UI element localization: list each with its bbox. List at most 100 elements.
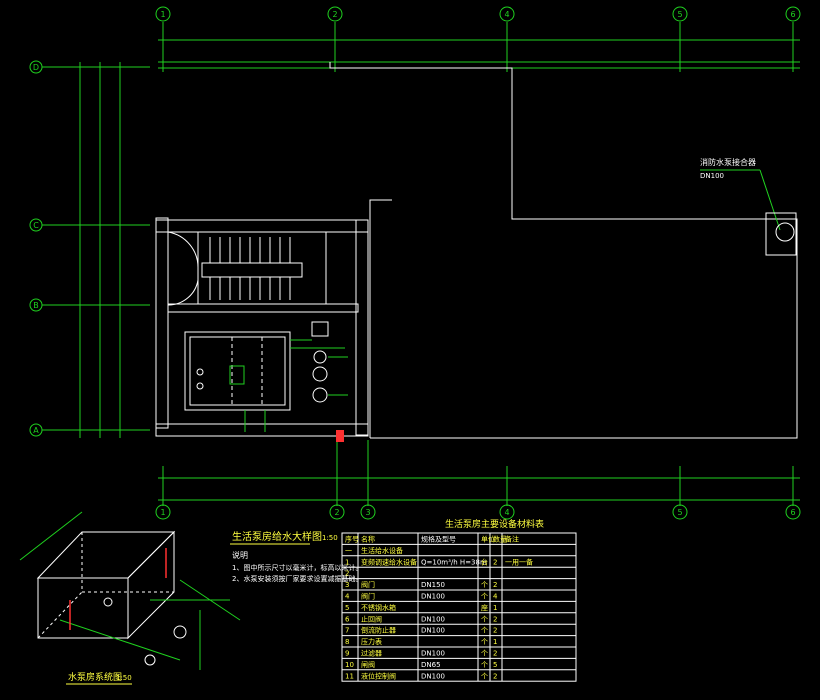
- table-cell: 压力表: [361, 637, 382, 646]
- note-2: 2、水泵安装须按厂家要求设置减振基础。: [232, 574, 362, 583]
- table-cell: 个: [481, 581, 488, 589]
- bottom-axis-grid: 1 2 3 4 5 6: [155, 440, 801, 520]
- table-cell: 2: [493, 558, 497, 566]
- axis-label-left-d: D: [33, 63, 39, 72]
- table-cell: 1: [493, 638, 497, 646]
- axis-bubble-top-6: [785, 6, 801, 22]
- table-cell: 生活给水设备: [361, 546, 403, 555]
- table-header-cell: 序号: [345, 535, 359, 544]
- pump-icon: [312, 387, 328, 403]
- table-cell: 9: [345, 650, 349, 658]
- axis-label-left-b: B: [33, 301, 39, 310]
- axis-bubble-top-5: [672, 6, 688, 22]
- table-cell: 一: [345, 547, 352, 555]
- axis-label-top-1: 1: [160, 10, 165, 19]
- table-cell: DN100: [421, 615, 445, 623]
- table-cell: DN100: [421, 650, 445, 658]
- axis-bubble-top-4: [499, 6, 515, 22]
- table-header-cell: 单位: [481, 535, 495, 544]
- notes-heading: 说明: [232, 550, 248, 560]
- axis-bubble-bottom-6: [785, 504, 801, 520]
- table-cell: 5: [493, 661, 497, 669]
- fire-inlet-label: 消防水泵接合器: [700, 157, 756, 167]
- axis-label-bottom-5: 5: [677, 508, 682, 517]
- table-cell: DN100: [421, 593, 445, 601]
- axis-label-left-c: C: [33, 221, 39, 230]
- table-header-cell: 名称: [361, 535, 375, 544]
- table-cell: 4: [345, 593, 350, 601]
- axis-label-bottom-3: 3: [365, 508, 370, 517]
- left-axis-grid: D C B A: [29, 60, 150, 438]
- table-cell: 2: [493, 672, 497, 680]
- pump-icon: [313, 350, 327, 364]
- fire-inlet-icon: [775, 222, 795, 242]
- table-title: 生活泵房主要设备材料表: [445, 518, 544, 530]
- pump-icon: [312, 366, 328, 382]
- axis-bubble-left-c: [29, 218, 43, 232]
- table-cell: 个: [481, 638, 488, 646]
- axis-label-bottom-2: 2: [334, 508, 339, 517]
- axis-bubble-left-a: [29, 423, 43, 437]
- table-cell: 6: [345, 615, 350, 623]
- plan-title-scale: 1:50: [322, 534, 338, 542]
- table-header-cell: 规格及型号: [421, 535, 456, 544]
- table-cell: DN150: [421, 581, 445, 589]
- table-cell: DN65: [421, 661, 441, 669]
- note-1: 1、图中所示尺寸以毫米计，标高以米计。: [232, 563, 362, 572]
- table-cell: 2: [493, 650, 497, 658]
- table-cell: 2: [493, 615, 497, 623]
- valve-icon: [144, 654, 156, 666]
- table-cell: 3: [345, 581, 349, 589]
- table-cell: 止回阀: [361, 614, 382, 623]
- table-cell: 个: [481, 661, 488, 669]
- stair-core: [167, 231, 359, 313]
- pump-icon: [173, 625, 187, 639]
- building-outline: [155, 62, 798, 439]
- table-cell: 变频调速给水设备: [361, 557, 417, 566]
- table-cell: 2: [345, 570, 349, 578]
- table-cell: 1: [493, 604, 497, 612]
- axis-bubble-left-b: [29, 298, 43, 312]
- top-axis-grid: 1 2 4 5 6: [155, 6, 801, 72]
- axis-bubble-bottom-5: [672, 504, 688, 520]
- fire-inlet-annotation: 消防水泵接合器 DN100: [700, 157, 797, 256]
- table-header-cell: 数量: [493, 535, 507, 544]
- table-cell: 阀门: [361, 580, 375, 589]
- equipment-table: 生活泵房主要设备材料表 序号名称 规格及型号 单位数量备注一 生活给水设备 1 变频调速给…: [341, 518, 577, 682]
- table-cell: 个: [481, 593, 488, 601]
- axis-bubble-bottom-3: [360, 504, 376, 520]
- table-cell: 5: [345, 604, 349, 612]
- table-cell: 11: [345, 672, 354, 680]
- table-cell: 4: [493, 593, 498, 601]
- table-cell: 一用一备: [505, 557, 533, 566]
- axon-title: 水泵房系统图: [68, 671, 122, 683]
- table-cell: 台: [481, 557, 488, 566]
- table-cell: 过滤器: [361, 649, 382, 658]
- table-cell: Q=10m³/h H=38m: [421, 558, 487, 566]
- axis-label-bottom-6: 6: [790, 508, 795, 517]
- axis-label-top-4: 4: [504, 10, 509, 19]
- axis-bubble-top-2: [327, 6, 343, 22]
- water-tank: [184, 331, 291, 411]
- table-cell: 个: [481, 650, 488, 658]
- table-cell: 2: [493, 581, 497, 589]
- table-cell: DN100: [421, 627, 445, 635]
- table-header-cell: 备注: [505, 535, 519, 544]
- table-cell: 不锈钢水箱: [361, 603, 396, 612]
- plan-title-block: 生活泵房给水大样图 1:50 说明 1、图中所示尺寸以毫米计，标高以米计。 2、…: [230, 530, 362, 583]
- axis-label-bottom-4: 4: [504, 508, 509, 517]
- table-cell: 8: [345, 638, 349, 646]
- drain-marker: [336, 430, 344, 442]
- axis-bubble-bottom-2: [329, 504, 345, 520]
- axis-bubble-top-1: [155, 6, 171, 22]
- axon-scale: 1:50: [116, 674, 132, 682]
- table-cell: 7: [345, 627, 349, 635]
- axonometric-diagram: 水泵房系统图 1:50: [19, 511, 241, 685]
- table-cell: 个: [481, 672, 488, 680]
- table-cell: 个: [481, 627, 488, 635]
- table-cell: 倒流防止器: [361, 626, 396, 635]
- plan-title: 生活泵房给水大样图: [232, 530, 322, 543]
- axis-label-top-5: 5: [677, 10, 682, 19]
